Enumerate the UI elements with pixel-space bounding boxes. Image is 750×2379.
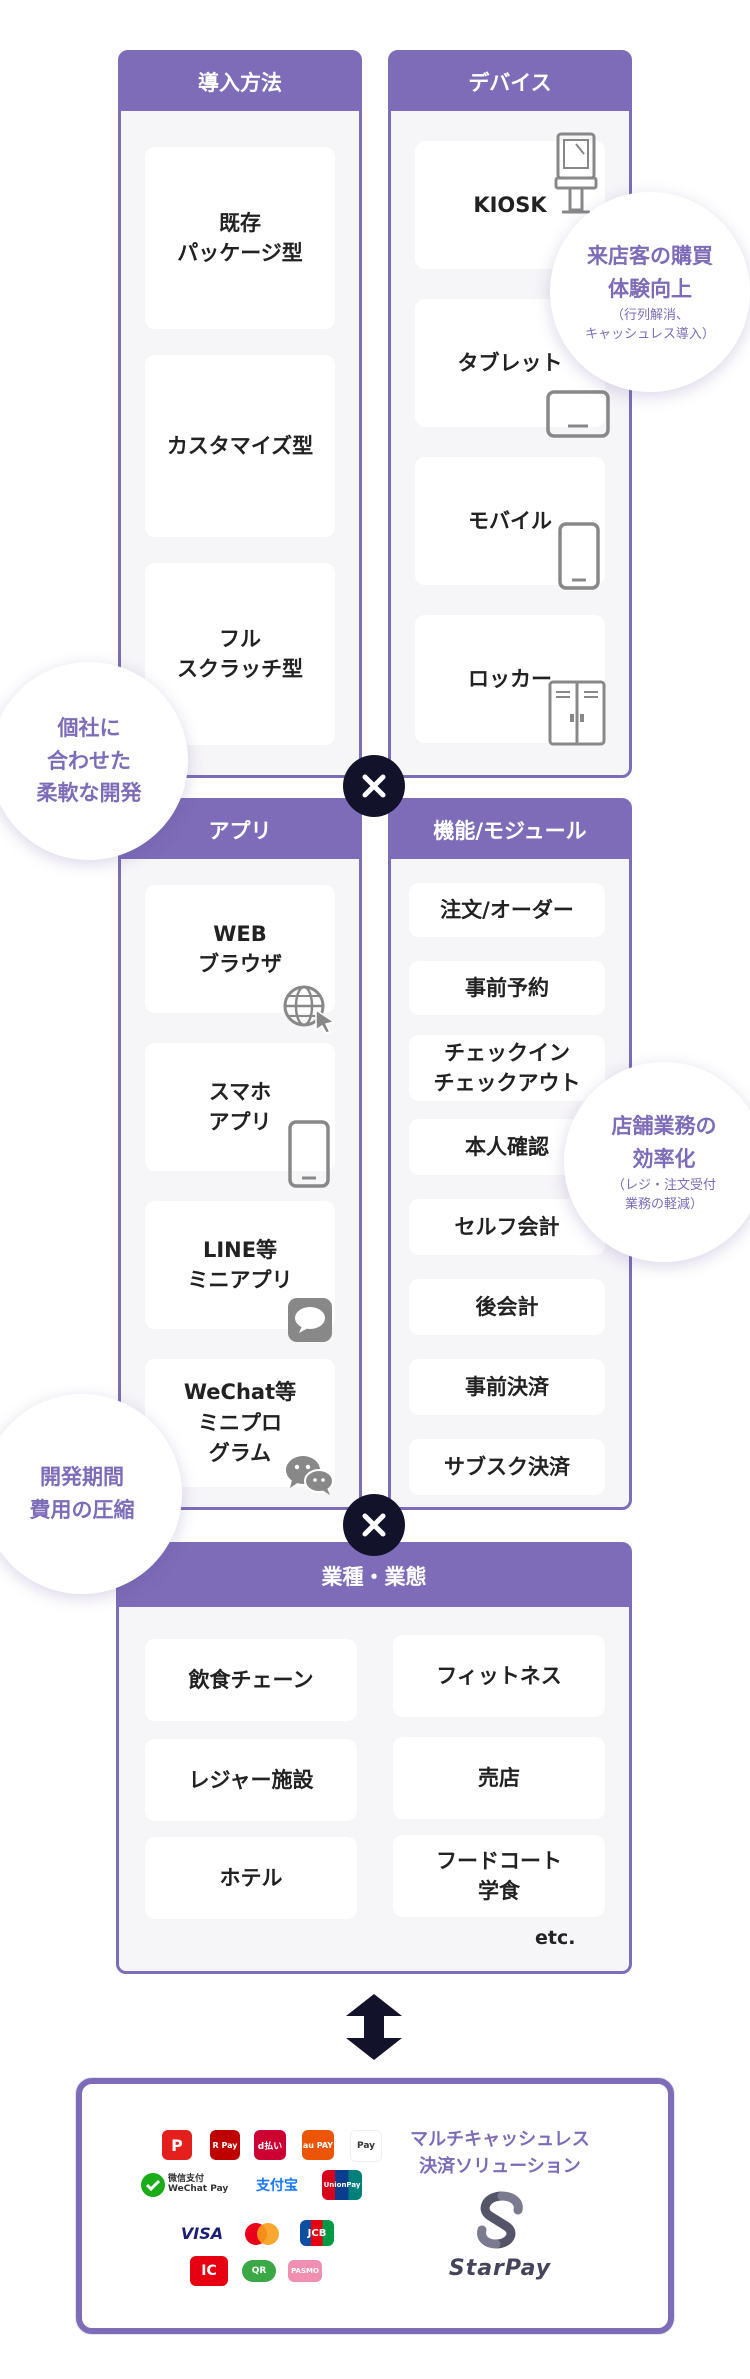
cross-icon (362, 1513, 386, 1537)
bubble-custom-title: 個社に 合わせた 柔軟な開発 (36, 716, 142, 806)
modules-title: 機能/モジュール (391, 801, 629, 859)
pasmo-logo: PASMO (288, 2260, 322, 2282)
app-card-line: LINE等 ミニアプリ (145, 1201, 335, 1329)
methods-panel: 導入方法 既存 パッケージ型 カスタマイズ型 フル スクラッチ型 (118, 50, 362, 778)
app-card-smartphone: スマホ アプリ (145, 1043, 335, 1171)
industry-card-leisure: レジャー施設 (145, 1739, 357, 1821)
device-card-mobile: モバイル (415, 457, 605, 585)
bubble-custom-development: 個社に 合わせた 柔軟な開発 (0, 662, 188, 860)
payment-box: P R Pay d払い au PAY Pay 微信支付 WeChat Pay 支… (76, 2078, 674, 2334)
kiosk-icon (554, 132, 598, 214)
payment-title: マルチキャッシュレス 決済ソリューション (410, 2129, 590, 2177)
bubble-customer-sub: （行列解消、 キャッシュレス導入） (585, 308, 715, 342)
double-arrow-icon (346, 1994, 402, 2060)
app-card-web: WEB ブラウザ (145, 885, 335, 1013)
cross-icon (362, 774, 386, 798)
locker-icon (548, 680, 606, 746)
methods-title: 導入方法 (121, 53, 359, 111)
bubble-customer-experience: 来店客の購買 体験向上 （行列解消、 キャッシュレス導入） (550, 192, 750, 392)
wechatpay-icon (141, 2173, 165, 2197)
cross-mark-top (343, 755, 405, 817)
dbarai-logo: d払い (254, 2130, 286, 2160)
qr-payment-logo: QR (242, 2260, 276, 2282)
bubble-efficiency: 店舗業務の 効率化 （レジ・注文受付 業務の軽減） (564, 1062, 750, 1262)
visa-logo: VISA (178, 2220, 226, 2246)
device-card-kiosk: KIOSK (415, 141, 605, 269)
industry-card-hotel: ホテル (145, 1837, 357, 1919)
alipay-logo: 支付宝 (240, 2170, 314, 2200)
module-card-checkin: チェックイン チェックアウト (409, 1035, 605, 1101)
starpay-logo-icon (477, 2191, 523, 2249)
devices-title: デバイス (391, 53, 629, 111)
merpay-logo: Pay (350, 2130, 382, 2162)
smartphone-app-icon (288, 1120, 330, 1188)
industry-card-fitness: フィットネス (393, 1635, 605, 1717)
line-chat-icon (288, 1298, 332, 1342)
ic-logo: IC (190, 2256, 228, 2286)
aupay-logo: au PAY (302, 2130, 334, 2160)
devices-panel: デバイス KIOSK タブレット モバイル ロッカー (388, 50, 632, 778)
paypay-logo: P (162, 2130, 192, 2160)
tablet-icon (546, 390, 610, 438)
method-card-customize: カスタマイズ型 (145, 355, 335, 537)
module-card-prepayment: 事前決済 (409, 1359, 605, 1415)
unionpay-logo: UnionPay (322, 2170, 362, 2200)
bubble-cost-reduction: 開発期間 費用の圧縮 (0, 1394, 182, 1594)
bubble-customer-title: 来店客の購買 体験向上 (587, 244, 713, 301)
bubble-efficiency-sub: （レジ・注文受付 業務の軽減） (611, 1178, 716, 1212)
mastercard-logo (245, 2223, 279, 2245)
bubble-efficiency-title: 店舗業務の 効率化 (611, 1114, 717, 1171)
module-card-self-checkout: セルフ会計 (409, 1199, 605, 1255)
industries-etc: etc. (535, 1927, 576, 1949)
module-card-post-payment: 後会計 (409, 1279, 605, 1335)
industries-panel: 業種・業態 飲食チェーン フィットネス レジャー施設 売店 ホテル フードコート… (116, 1542, 632, 1974)
rpay-logo: R Pay (210, 2130, 240, 2160)
smartphone-icon (558, 522, 600, 590)
industry-card-restaurant: 飲食チェーン (145, 1639, 357, 1721)
method-card-package: 既存 パッケージ型 (145, 147, 335, 329)
industry-card-foodcourt: フードコート 学食 (393, 1835, 605, 1917)
cross-mark-bottom (343, 1494, 405, 1556)
module-card-order: 注文/オーダー (409, 883, 605, 937)
industry-card-shop: 売店 (393, 1737, 605, 1819)
globe-cursor-icon (283, 985, 336, 1034)
jcb-logo: JCB (300, 2220, 334, 2246)
module-card-reservation: 事前予約 (409, 961, 605, 1015)
industries-title: 業種・業態 (119, 1545, 629, 1607)
bubble-cost-title: 開発期間 費用の圧縮 (29, 1465, 135, 1522)
module-card-subscription: サブスク決済 (409, 1439, 605, 1495)
wechat-icon (286, 1456, 334, 1495)
starpay-brand: StarPay (448, 2256, 552, 2281)
